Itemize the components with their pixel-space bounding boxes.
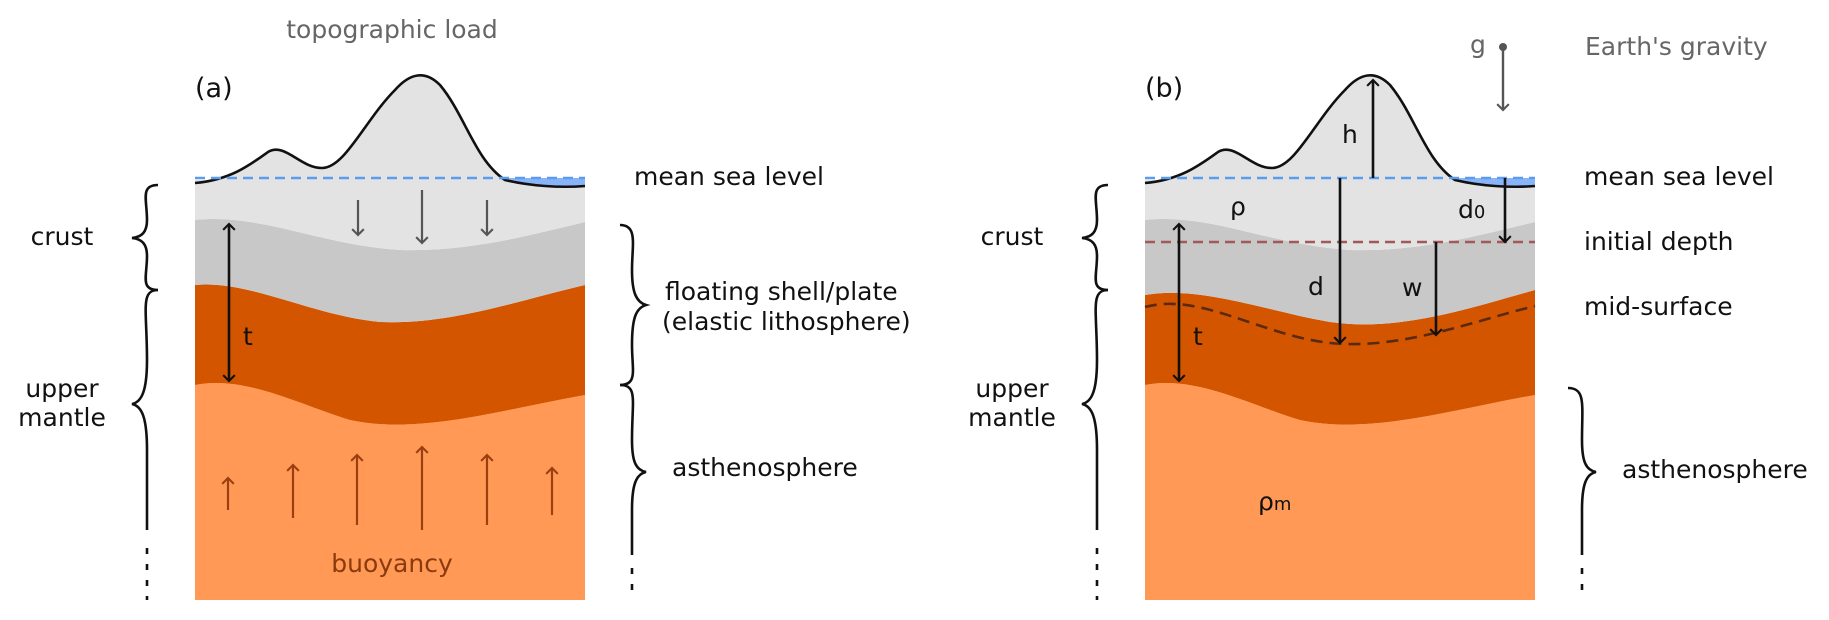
asthenosphere-brace bbox=[1567, 386, 1597, 555]
panel-a: topographic load (a) t buoyancy crust up… bbox=[18, 15, 911, 600]
deflection-symbol: w bbox=[1402, 273, 1422, 302]
asthenosphere-label: asthenosphere bbox=[672, 453, 858, 482]
upper-mantle-label-2: mantle bbox=[968, 403, 1056, 432]
thickness-label: t bbox=[243, 322, 253, 351]
mid-surface-label: mid-surface bbox=[1584, 292, 1733, 321]
ocean-fill bbox=[500, 178, 585, 187]
panel-label-a: (a) bbox=[195, 73, 233, 104]
depth-symbol: d bbox=[1308, 272, 1324, 301]
asthenosphere-layer bbox=[1145, 383, 1535, 600]
initial-depth-symbol: d0 bbox=[1458, 195, 1485, 224]
density-symbol: ρ bbox=[1230, 192, 1246, 221]
gravity-label: Earth's gravity bbox=[1585, 32, 1768, 61]
upper-mantle-label-1: upper bbox=[25, 374, 99, 403]
topographic-load-title: topographic load bbox=[286, 15, 498, 44]
topographic-load bbox=[1145, 75, 1535, 183]
ocean-fill bbox=[1450, 178, 1535, 187]
thickness-label: t bbox=[1193, 322, 1203, 351]
upper-mantle-label-2: mantle bbox=[18, 403, 106, 432]
lithospheric-mantle-layer bbox=[1145, 290, 1535, 425]
mantle-density-symbol: ρm bbox=[1258, 487, 1291, 516]
upper-mantle-brace bbox=[1081, 288, 1109, 530]
plate-brace bbox=[619, 223, 651, 387]
height-symbol: h bbox=[1342, 120, 1358, 149]
crust-brace bbox=[1081, 183, 1109, 292]
topographic-load bbox=[195, 75, 585, 183]
load-outline bbox=[1144, 74, 1536, 189]
asthenosphere-layer bbox=[195, 383, 585, 600]
asthenosphere-brace bbox=[619, 383, 647, 555]
plate-label-1: floating shell/plate bbox=[665, 277, 898, 306]
buoyancy-label: buoyancy bbox=[331, 549, 453, 578]
upper-mantle-brace bbox=[131, 288, 159, 530]
lower-crust-layer bbox=[195, 219, 585, 323]
lithospheric-mantle-layer bbox=[195, 284, 585, 425]
panel-b: (b) g Earth's gravity h ρ d w t d0 ρm cr… bbox=[968, 30, 1808, 600]
panel-label-b: (b) bbox=[1145, 73, 1183, 104]
mean-sea-level-label: mean sea level bbox=[1584, 162, 1774, 191]
upper-mantle-label-1: upper bbox=[975, 374, 1049, 403]
gravity-symbol: g bbox=[1470, 30, 1486, 59]
asthenosphere-label: asthenosphere bbox=[1622, 455, 1808, 484]
load-outline bbox=[194, 74, 586, 189]
crust-label: crust bbox=[31, 222, 94, 251]
crust-brace bbox=[131, 183, 159, 292]
mid-surface-line bbox=[1144, 302, 1536, 346]
initial-depth-label: initial depth bbox=[1584, 227, 1733, 256]
plate-label-2: (elastic lithosphere) bbox=[662, 307, 911, 336]
crust-label: crust bbox=[981, 222, 1044, 251]
mean-sea-level-label: mean sea level bbox=[634, 162, 824, 191]
